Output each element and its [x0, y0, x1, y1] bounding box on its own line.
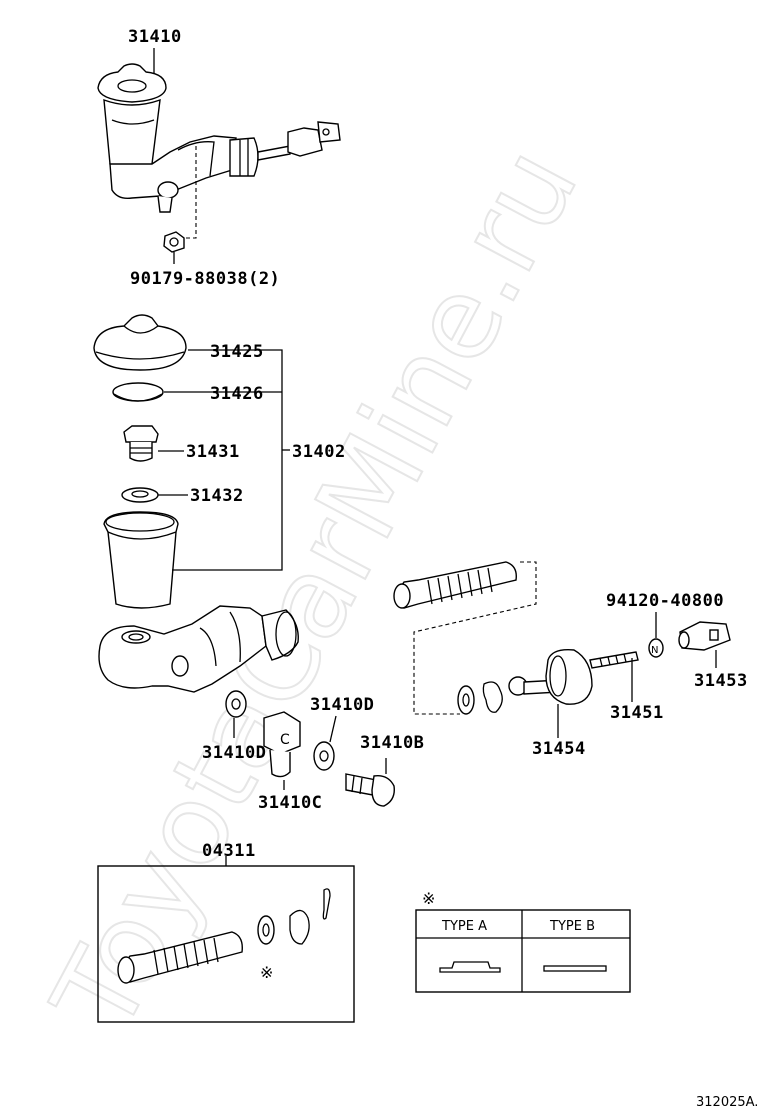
label-94120: 94120-40800 — [606, 591, 724, 611]
label-90179: 90179-88038(2) — [130, 269, 280, 289]
legend-type-b: TYPE B — [549, 919, 595, 934]
label-31431: 31431 — [186, 442, 240, 462]
label-31426: 31426 — [210, 384, 264, 404]
label-31425: 31425 — [210, 342, 264, 362]
label-31410d-left: 31410D — [202, 743, 266, 763]
label-31410b: 31410B — [360, 733, 424, 753]
label-04311: 04311 — [202, 841, 256, 861]
svg-text:N: N — [651, 645, 658, 656]
union-31410c: C — [263, 711, 301, 790]
label-31454: 31454 — [532, 739, 586, 759]
rod-31451 — [589, 651, 639, 702]
piston-assembly — [393, 561, 517, 609]
union-31431 — [123, 425, 159, 462]
nut-90179 — [163, 231, 185, 264]
washer-31410d-right — [313, 715, 337, 771]
label-31410: 31410 — [128, 27, 182, 47]
diaphragm-31426 — [112, 382, 164, 402]
reservoir-cap-31425 — [93, 314, 187, 371]
type-legend — [415, 909, 631, 993]
master-cylinder-body — [98, 605, 299, 693]
label-31402: 31402 — [292, 442, 346, 462]
reservoir-body — [103, 511, 179, 609]
label-31453: 31453 — [694, 671, 748, 691]
bolt-31410b — [345, 758, 395, 807]
svg-text:C: C — [280, 732, 290, 748]
kit-04311 — [97, 856, 355, 1023]
clevis-31453 — [678, 621, 731, 668]
kit-mark: ※ — [260, 963, 273, 982]
nut-94120: N — [648, 612, 664, 658]
label-31432: 31432 — [190, 486, 244, 506]
bracket-31402 — [172, 349, 283, 571]
label-31451: 31451 — [610, 703, 664, 723]
washer-31410d-left — [225, 690, 247, 738]
piston-31454 — [508, 649, 593, 705]
washer-31432 — [121, 487, 159, 503]
label-31410c: 31410C — [258, 793, 322, 813]
legend-mark: ※ — [422, 889, 435, 908]
master-cylinder-assembly — [97, 63, 341, 239]
label-31410d-right: 31410D — [310, 695, 374, 715]
figure-code: 312025A. — [696, 1095, 758, 1110]
legend-type-a: TYPE A — [441, 919, 487, 934]
seal-and-clip — [457, 681, 503, 715]
kit-bracket-dashed — [413, 561, 537, 715]
